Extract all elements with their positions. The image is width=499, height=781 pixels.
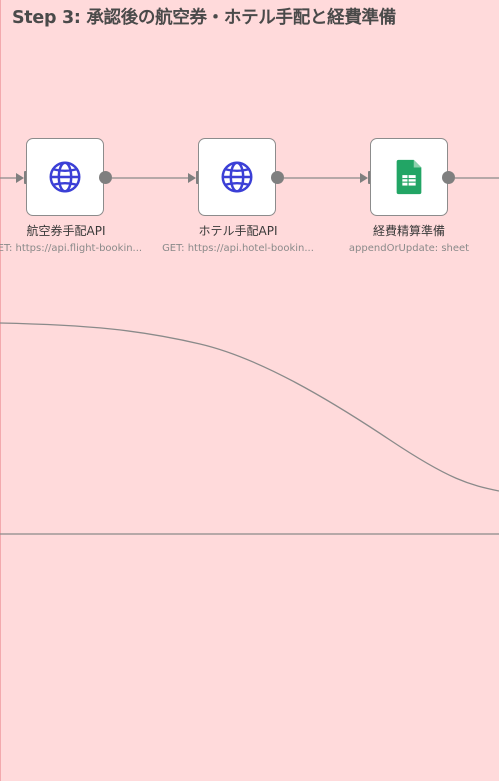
- node-output-port[interactable]: [99, 171, 112, 184]
- node-hotel-booking-api[interactable]: [198, 138, 276, 216]
- connection-arrow-icon: [16, 173, 24, 183]
- node-label: 航空券手配API: [26, 224, 106, 238]
- connection-arrow-icon: [360, 173, 368, 183]
- node-expense-preparation[interactable]: [370, 138, 448, 216]
- node-output-port[interactable]: [442, 171, 455, 184]
- node-label: ホテル手配API: [198, 224, 278, 238]
- node-flight-booking-api[interactable]: [26, 138, 104, 216]
- google-sheets-icon: [396, 159, 422, 195]
- node-subtitle: GET: https://api.flight-bookin...: [0, 243, 143, 254]
- globe-icon: [221, 161, 253, 193]
- node-output-port[interactable]: [271, 171, 284, 184]
- node-subtitle: appendOrUpdate: sheet: [348, 243, 470, 254]
- globe-icon: [49, 161, 81, 193]
- connection-curve[interactable]: [0, 322, 499, 492]
- node-subtitle: GET: https://api.hotel-bookin...: [162, 243, 314, 254]
- node-label: 経費精算準備: [372, 224, 445, 238]
- connection-arrow-icon: [188, 173, 196, 183]
- sticky-note-title: Step 3: 承認後の航空券・ホテル手配と経費準備: [12, 8, 396, 28]
